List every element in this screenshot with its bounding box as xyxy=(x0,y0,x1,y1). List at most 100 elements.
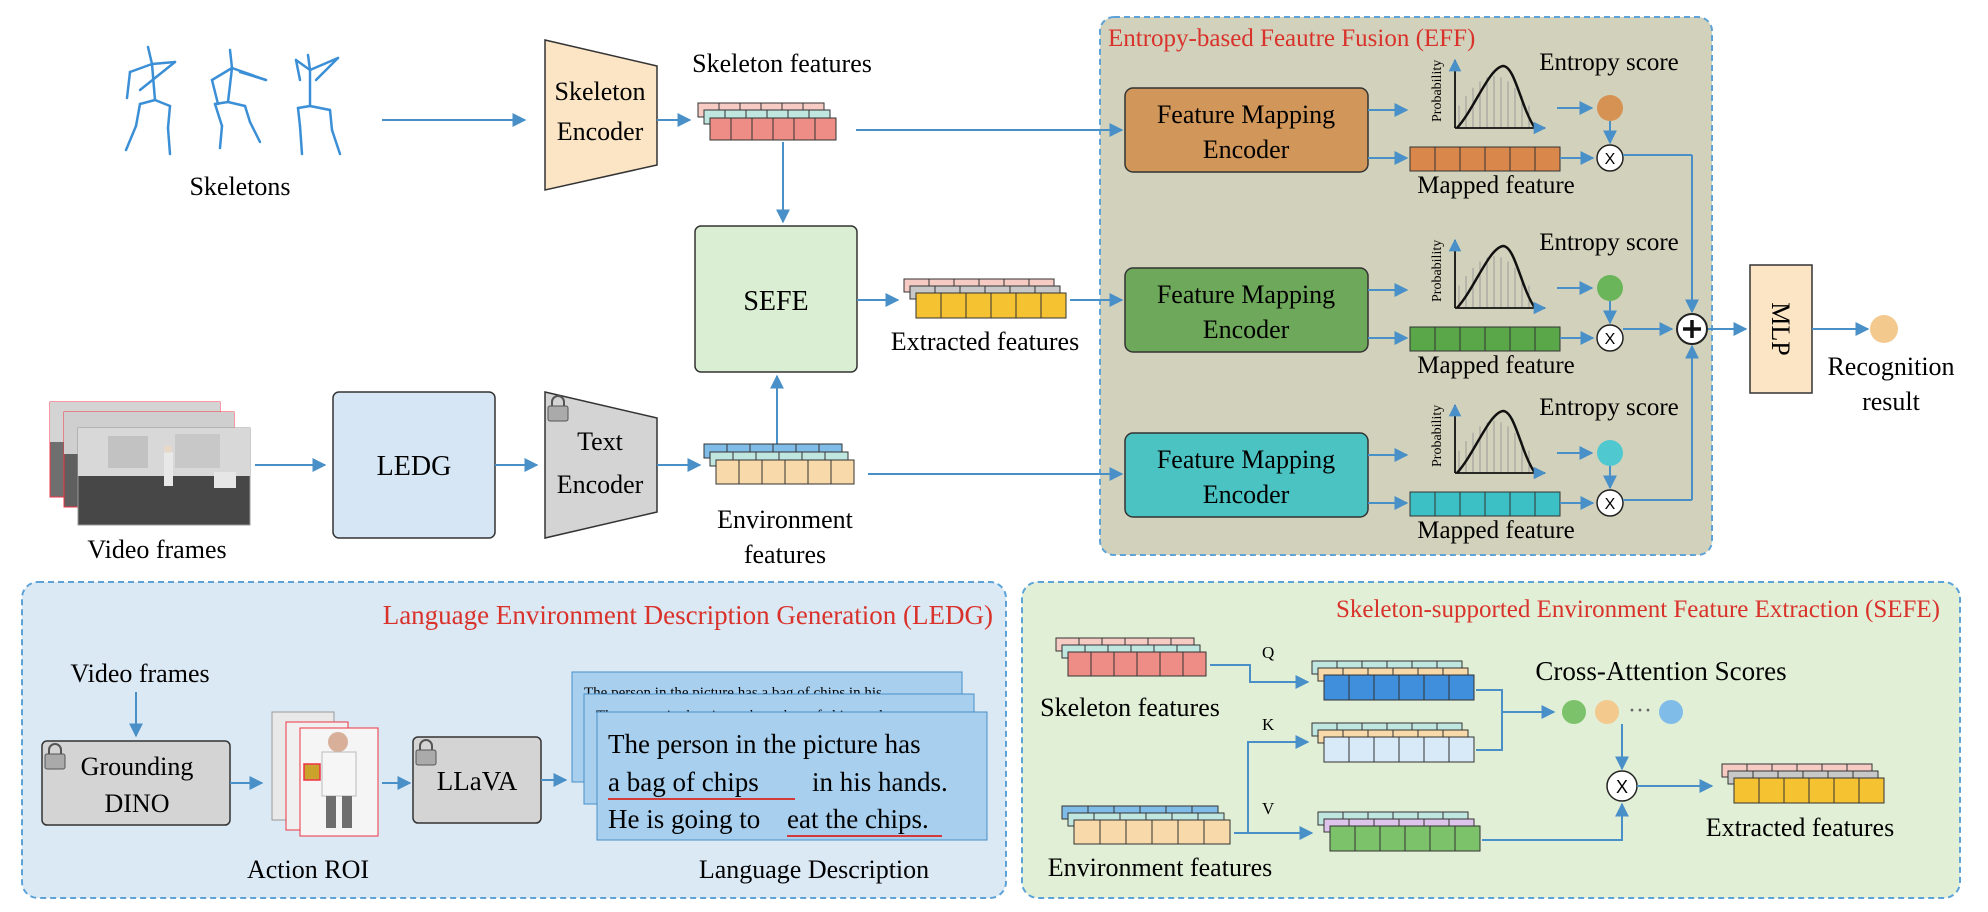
sefe-skeleton-features-front-row xyxy=(1067,651,1207,677)
skeletons-label: Skeletons xyxy=(189,172,290,201)
sefe-skeleton-features-label: Skeleton features xyxy=(1040,693,1220,722)
mapped-feature-label: Mapped feature xyxy=(1417,517,1575,544)
multiply-symbol: X xyxy=(1605,151,1616,168)
environment-features-front-row xyxy=(715,459,855,485)
entropy-score-dot-green xyxy=(1597,275,1623,301)
probability-label: Probability xyxy=(1430,60,1445,122)
multiply-node-orange: X xyxy=(1596,144,1624,172)
llava-lock-icon xyxy=(415,739,437,766)
skeleton-encoder xyxy=(544,39,658,191)
entropy-score-label: Entropy score xyxy=(1539,394,1679,421)
feature-mapping-encoder-line1: Feature Mapping xyxy=(1157,280,1335,309)
text-encoder-line2: Encoder xyxy=(557,470,644,499)
description-line1: The person in the picture has xyxy=(608,729,921,759)
grounding-line2: DINO xyxy=(105,789,170,818)
probability-curve xyxy=(1456,64,1537,129)
feature-mapping-encoder-line1: Feature Mapping xyxy=(1157,445,1335,474)
v-features-stack xyxy=(1317,811,1481,852)
feature-mapping-encoder-orange xyxy=(1124,87,1369,173)
multiply-symbol: X xyxy=(1605,496,1616,513)
attention-dots: ··· xyxy=(1628,698,1652,724)
k-label: K xyxy=(1262,715,1275,734)
q-features-stack xyxy=(1311,660,1475,701)
skeleton-encoder-line2: Encoder xyxy=(557,117,644,146)
feature-mapping-encoder-line1: Feature Mapping xyxy=(1157,100,1335,129)
sefe-extracted-features-label: Extracted features xyxy=(1706,813,1894,842)
sefe-multiply-symbol: X xyxy=(1616,777,1628,797)
skeleton-features-label: Skeleton features xyxy=(692,49,872,78)
ledg-video-frames-label: Video frames xyxy=(70,659,209,688)
mapped-feature-green xyxy=(1409,326,1561,352)
probability-curve xyxy=(1456,409,1537,474)
multiply-symbol: X xyxy=(1605,331,1616,348)
probability-chart-teal: Probability xyxy=(1430,403,1547,480)
recognition-line2: result xyxy=(1862,387,1921,416)
language-description-label: Language Description xyxy=(699,855,929,884)
sefe-environment-features-front-row xyxy=(1073,819,1231,845)
extracted-features-front-row xyxy=(915,292,1067,319)
action-roi-label: Action ROI xyxy=(247,855,369,884)
recognition-line1: Recognition xyxy=(1827,352,1954,381)
multiply-node-green: X xyxy=(1596,324,1624,352)
extracted-features-label: Extracted features xyxy=(891,327,1079,356)
q-label: Q xyxy=(1262,643,1274,662)
description-line3a: He is going to xyxy=(608,804,760,834)
skeleton-figure-1 xyxy=(124,45,177,156)
probability-chart-orange: Probability xyxy=(1430,58,1547,135)
skeleton-figures xyxy=(124,45,342,156)
extracted-features-stack xyxy=(903,278,1067,319)
sum-node xyxy=(1676,313,1708,345)
feature-mapping-encoder-line2: Encoder xyxy=(1203,135,1290,164)
video-frames-stack xyxy=(49,401,251,526)
mlp-label: MLP xyxy=(1766,302,1795,355)
grounding-lock-icon xyxy=(44,743,66,770)
entropy-score-label: Entropy score xyxy=(1539,49,1679,76)
sefe-environment-features-label: Environment features xyxy=(1048,853,1273,882)
description-line2a: a bag of chips xyxy=(608,767,759,797)
feature-mapping-encoder-teal xyxy=(1124,432,1369,518)
mapped-feature-label: Mapped feature xyxy=(1417,352,1575,379)
text-encoder-line1: Text xyxy=(577,427,624,456)
v-features-front-row xyxy=(1329,825,1481,852)
k-features-stack xyxy=(1311,722,1475,763)
sefe-skeleton-features-stack xyxy=(1055,637,1207,677)
v-label: V xyxy=(1262,799,1275,818)
probability-chart-green: Probability xyxy=(1430,238,1547,315)
video-frames-label: Video frames xyxy=(87,535,226,564)
probability-label: Probability xyxy=(1430,240,1445,302)
recognition-result-dot xyxy=(1870,315,1898,343)
description-line2b: in his hands. xyxy=(812,767,948,797)
k-features-front-row xyxy=(1323,736,1475,763)
eff-title: Entropy-based Feautre Fusion (EFF) xyxy=(1108,25,1475,52)
action-roi-stack xyxy=(271,711,379,837)
attention-score-orange xyxy=(1595,700,1619,724)
description-front-box xyxy=(596,711,988,841)
entropy-score-label: Entropy score xyxy=(1539,229,1679,256)
sefe-extracted-features-stack xyxy=(1721,763,1885,804)
environment-features-line1: Environment xyxy=(717,505,854,534)
environment-features-stack xyxy=(703,443,855,485)
description-line3b: eat the chips. xyxy=(787,804,929,834)
entropy-score-dot-teal xyxy=(1597,440,1623,466)
text-encoder xyxy=(544,391,658,539)
sefe-extracted-features-front-row xyxy=(1733,777,1885,804)
skeleton-encoder-line1: Skeleton xyxy=(555,77,646,106)
q-features-front-row xyxy=(1323,674,1475,701)
probability-label: Probability xyxy=(1430,405,1445,467)
lock-icon xyxy=(547,395,569,422)
skeleton-features-stack xyxy=(697,102,837,141)
sefe-title: Skeleton-supported Environment Feature E… xyxy=(1336,596,1940,623)
mapped-feature-label: Mapped feature xyxy=(1417,172,1575,199)
ledg-title: Language Environment Description Generat… xyxy=(383,600,993,630)
cross-attention-label: Cross-Attention Scores xyxy=(1535,656,1786,686)
feature-mapping-encoder-green xyxy=(1124,267,1369,353)
sefe-panel xyxy=(1021,581,1961,899)
feature-mapping-encoder-line2: Encoder xyxy=(1203,315,1290,344)
skeleton-figure-3 xyxy=(294,53,342,156)
attention-score-green xyxy=(1562,700,1586,724)
